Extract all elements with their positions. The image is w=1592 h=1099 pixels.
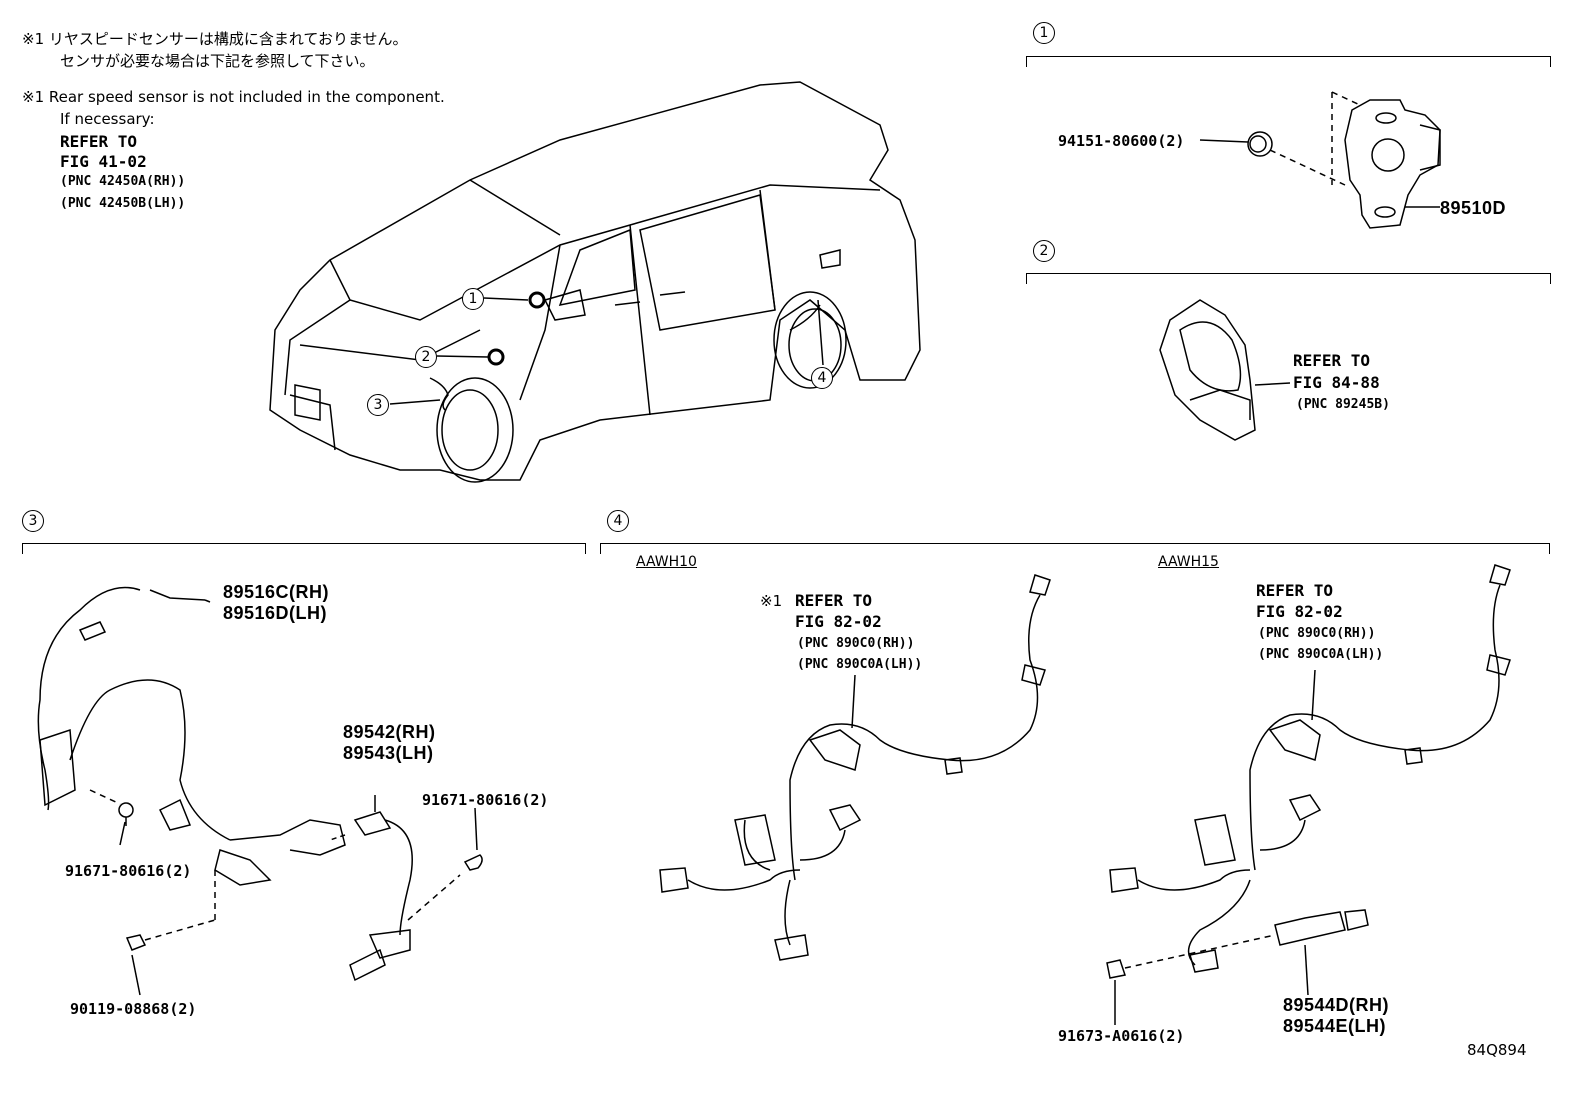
callout-2[interactable]: 2 [415,346,437,368]
part-89544e-lh[interactable]: 89544E(LH) [1283,1016,1387,1036]
section-4-b-pnc-rh: (PNC 890C0(RH)) [1258,626,1376,641]
callout-1[interactable]: 1 [462,288,484,310]
note-refer-to: REFER TO [60,132,138,151]
part-90119-08868[interactable]: 90119-08868(2) [70,1000,197,1018]
section-4-b-refer-to: REFER TO [1256,581,1334,600]
note-en-line2: If necessary: [60,110,155,128]
model-aawh15: AAWH15 [1158,554,1219,570]
callout-4[interactable]: 4 [811,367,833,389]
note-pnc-lh: (PNC 42450B(LH)) [60,196,186,211]
section-2-pnc: (PNC 89245B) [1296,397,1390,412]
note-en-line1: ※1 Rear speed sensor is not included in … [22,88,445,106]
vehicle-illustration [269,81,921,483]
section-2-refer-to: REFER TO [1293,351,1371,370]
front-harness-illustration [37,586,483,996]
part-89543-lh[interactable]: 89543(LH) [343,743,434,763]
model-aawh10: AAWH10 [636,554,697,570]
note-jp-line1: ※1 リヤスピードセンサーは構成に含まれておりません。 [22,30,408,48]
steering-sensor-illustration [1159,299,1291,441]
section-3-label: 3 [22,510,44,532]
callout-3[interactable]: 3 [367,394,389,416]
section-4-b-fig[interactable]: FIG 82-02 [1256,602,1343,621]
part-89542-rh[interactable]: 89542(RH) [343,722,436,742]
part-89516d-lh[interactable]: 89516D(LH) [223,603,328,623]
part-89544d-rh[interactable]: 89544D(RH) [1283,995,1390,1015]
section-2-label: 2 [1033,240,1055,262]
part-89510d[interactable]: 89510D [1440,198,1507,218]
part-91671-80616-right[interactable]: 91671-80616(2) [422,791,549,809]
section-1-label: 1 [1033,22,1055,44]
note-jp-line2: センサが必要な場合は下記を参照して下さい。 [60,52,375,70]
section-4-a-pnc-lh: (PNC 890C0A(LH)) [797,657,923,672]
note-fig: FIG 41-02 [60,152,147,171]
section-4-a-refer-to: REFER TO [795,591,873,610]
part-91671-80616-left[interactable]: 91671-80616(2) [65,862,192,880]
section-4-a-mark: ※1 [760,592,783,610]
section-4-label: 4 [607,510,629,532]
section-4-a-pnc-rh: (PNC 890C0(RH)) [797,636,915,651]
section-2-fig[interactable]: FIG 84-88 [1293,373,1380,392]
part-94151-80600[interactable]: 94151-80600(2) [1058,132,1185,150]
section-4-a-fig[interactable]: FIG 82-02 [795,612,882,631]
section-4-b-pnc-lh: (PNC 890C0A(LH)) [1258,647,1384,662]
section-3-bracket [22,543,586,554]
part-89516c-rh[interactable]: 89516C(RH) [223,582,330,602]
section-2-bracket [1026,273,1551,284]
part-91673-a0616[interactable]: 91673-A0616(2) [1058,1027,1185,1045]
figure-id: 84Q894 [1467,1041,1527,1059]
section-4-bracket [600,543,1550,554]
yaw-sensor-illustration [1199,91,1441,229]
note-pnc-rh: (PNC 42450A(RH)) [60,174,186,189]
rear-harness-b-illustration [1106,564,1511,1025]
rear-harness-a-illustration [659,574,1051,961]
section-1-bracket [1026,56,1551,67]
